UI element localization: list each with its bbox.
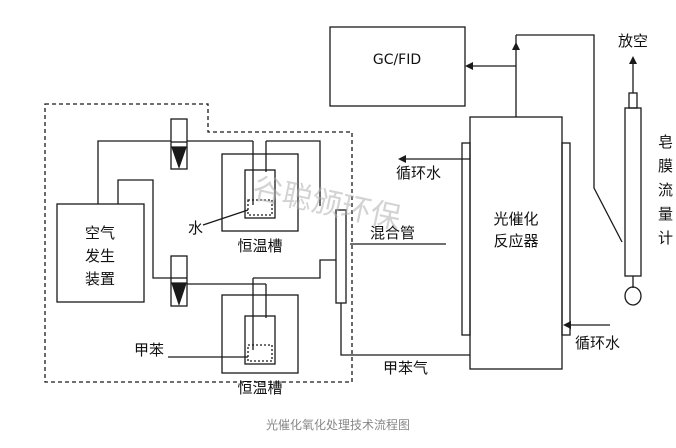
vent-label: 放空 [618,32,648,50]
air-generator-label-line1: 空气 [85,224,115,242]
air-generator-box [56,203,145,303]
toluene-label: 甲苯 [134,341,164,359]
svg-text:膜: 膜 [658,157,673,175]
cooling-water-in-label: 循环水 [575,334,620,352]
mixing-tube-label: 混合管 [370,224,415,242]
air-generator-label-line3: 装置 [85,270,115,288]
water-label: 水 [188,219,203,237]
thermostat-top-label: 恒温槽 [237,237,282,255]
reactor-label-line2: 反应器 [493,232,538,250]
flowmeter-bottom [170,255,188,307]
toluene-gas-label: 甲苯气 [383,359,428,377]
reactor-label-line1: 光催化 [493,210,538,228]
svg-text:量: 量 [658,205,673,223]
svg-text:流: 流 [658,181,673,199]
thermostat-bath-top [221,141,299,232]
air-generator-label-line2: 发生 [85,247,115,265]
dashed-enclosure [44,103,353,383]
pipe-network [97,34,637,356]
gc-fid-label: GC/FID [373,52,421,68]
water-leader [202,209,249,226]
cooling-water-out-label: 循环水 [396,164,441,182]
soap-film-flowmeter [624,92,642,306]
svg-text:皂: 皂 [658,133,673,151]
thermostat-bottom-label: 恒温槽 [237,379,282,397]
figure-caption: 光催化氧化处理技术流程图 [266,417,410,432]
svg-text:计: 计 [658,229,673,247]
flowmeter-top [170,118,188,170]
thermostat-bath-bottom [221,278,299,374]
soap-film-meter-label: 皂 膜 流 量 计 [658,133,673,247]
